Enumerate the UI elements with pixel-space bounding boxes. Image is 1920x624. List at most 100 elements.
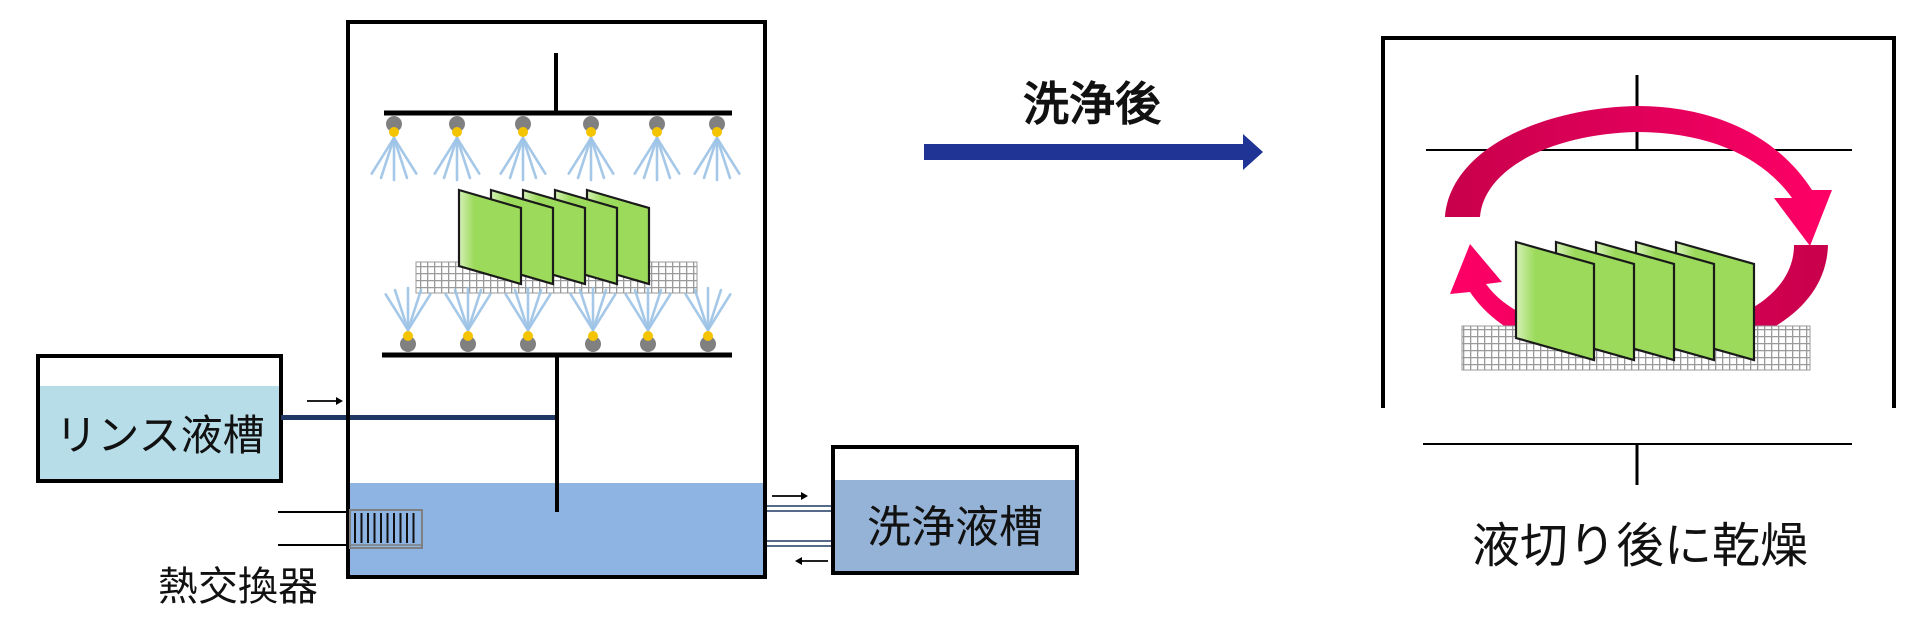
bottom-nozzles [384,286,732,352]
nozzle-tip [389,127,399,137]
nozzle-tip [703,331,713,341]
heat-exchanger: 熱交換器 [158,509,423,610]
cleaning-tank: 洗浄液槽 [831,445,1079,575]
spray-jet [393,288,410,332]
nozzle-tip [463,331,473,341]
spray-jet [576,136,593,180]
dryer-label: 液切り後に乾燥 [1472,518,1808,574]
nozzle-tip [643,331,653,341]
spray-nozzle [504,286,552,352]
spray-jet [433,136,459,175]
cleaning-tank-pipes [767,492,833,565]
spray-jet [521,136,547,175]
spray-jet [513,288,530,332]
spray-nozzle [370,116,418,182]
spray-jet [715,136,732,180]
nozzle-head [515,116,531,132]
dryer-panels [1514,240,1756,362]
spray-nozzle [684,286,732,352]
rinse-tank-label: リンス液槽 [55,411,264,460]
spray-jet [466,288,483,332]
spray-jet [379,136,396,180]
spray-jet [453,288,470,332]
spray-jet [655,136,672,180]
spray-nozzle [633,116,681,182]
washer-section: リンス液槽 [36,20,1079,610]
spray-jet [370,136,396,175]
spray-jet [406,293,432,332]
nozzle-tip [652,127,662,137]
spray-jet [406,288,423,332]
spray-jet [655,136,681,175]
part-panel [1514,240,1596,362]
spray-jet [589,136,615,175]
cleaning-liquid [833,480,1077,573]
nozzle-tip [523,331,533,341]
chamber-rack [415,188,698,294]
bottom-spray-manifold [382,286,732,512]
nozzle-head [700,336,716,352]
spray-nozzle [569,286,617,352]
spray-jet [455,136,472,180]
spray-jet [578,288,595,332]
spray-jet [646,288,663,332]
spray-jet [508,136,525,180]
rinse-tank: リンス液槽 [36,354,283,483]
dryer-section: 液切り後に乾燥 [1381,36,1896,574]
nozzle-head [583,116,599,132]
outflow-arrow [772,492,808,500]
spray-jet [521,136,538,180]
spray-jet [702,136,719,180]
process-arrow [924,134,1263,170]
spray-jet [444,293,470,332]
spray-jet [693,288,710,332]
spray-jet [693,136,719,175]
spray-jet [591,293,617,332]
nozzle-head [649,116,665,132]
spray-jet [589,136,606,180]
nozzle-head [709,116,725,132]
spray-jet [392,136,409,180]
nozzle-tip [712,127,722,137]
heat-exchanger-coil [354,513,415,543]
cleaning-tank-label: 洗浄液槽 [867,502,1043,553]
spray-jet [684,293,710,332]
nozzle-tip [588,331,598,341]
spray-nozzle [567,116,615,182]
nozzle-tip [452,127,462,137]
top-spray-manifold [370,53,741,182]
chamber-panels [457,188,651,286]
part-panel [457,188,523,286]
nozzle-head [585,336,601,352]
spray-jet [567,136,593,175]
spray-jet [642,136,659,180]
transition-label: 洗浄後 [1023,77,1162,131]
nozzle-head [449,116,465,132]
nozzle-head [400,336,416,352]
spray-jet [442,136,459,180]
spray-jet [633,136,659,175]
spray-nozzle [444,286,492,352]
nozzle-tip [403,331,413,341]
spray-jet [715,136,741,175]
nozzle-tip [518,127,528,137]
rotation-arrow-top [1445,106,1832,246]
spray-nozzle [693,116,741,182]
spray-jet [706,288,723,332]
nozzle-head [520,336,536,352]
return-arrow [795,557,828,565]
spray-jet [569,293,595,332]
spray-nozzle [499,116,547,182]
rinse-pipe [281,415,557,420]
rinse-liquid [38,386,281,481]
spray-jet [526,288,543,332]
rinse-flow-arrow [307,397,343,405]
nozzle-tip [586,127,596,137]
spray-jet [646,293,672,332]
spray-jet [706,293,732,332]
spray-nozzle [384,286,432,352]
spray-jet [591,288,608,332]
spray-jet [633,288,650,332]
nozzle-head [460,336,476,352]
